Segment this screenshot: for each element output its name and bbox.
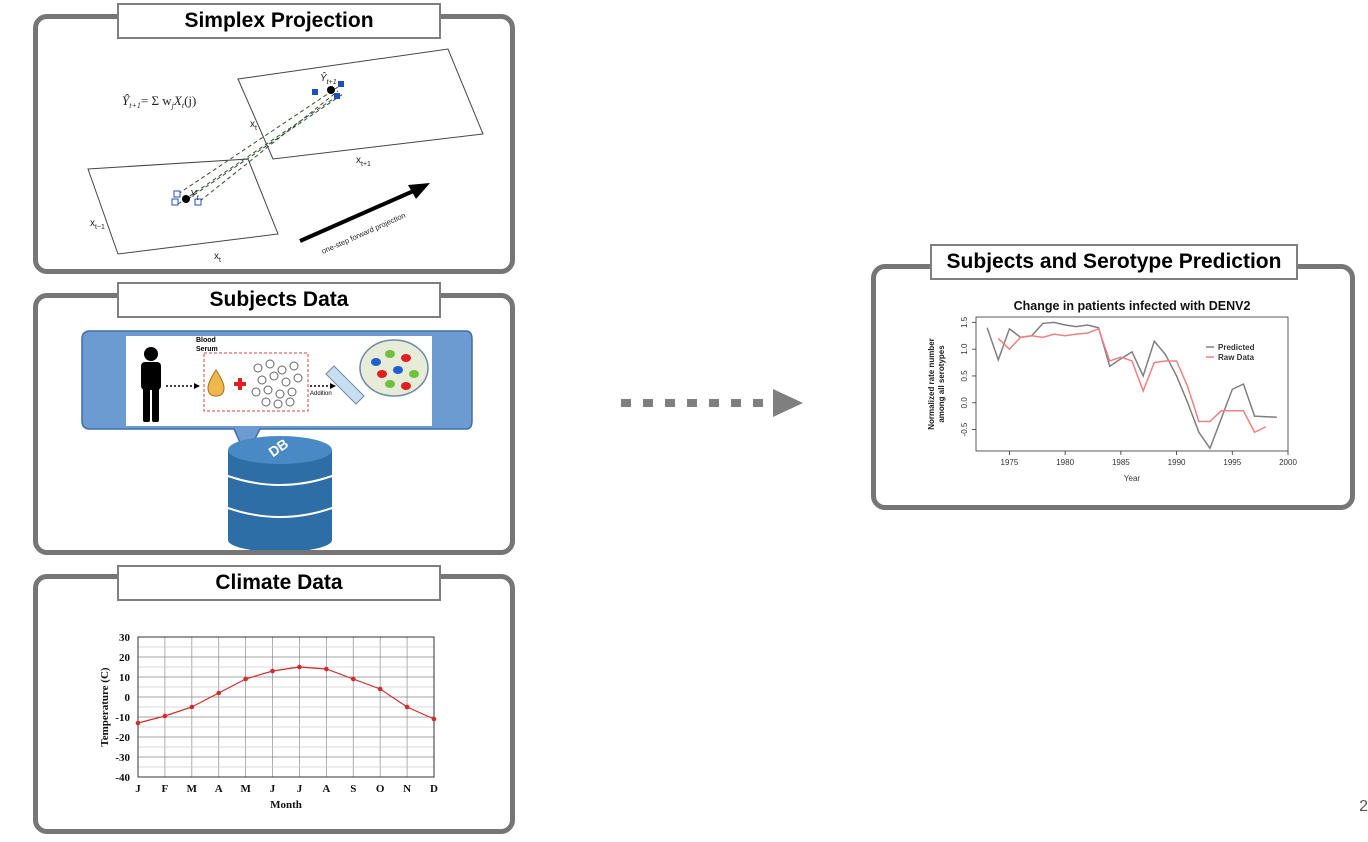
blood-label: Blood xyxy=(196,337,216,344)
x-tick-label: M xyxy=(187,783,198,795)
y-axis-label: Temperature (C) xyxy=(99,667,111,746)
x-tick-label: F xyxy=(162,783,169,795)
person-icon xyxy=(141,347,161,422)
plot-frame xyxy=(975,316,1289,452)
series-line-predicted xyxy=(986,321,1277,450)
x-tick-label: 1980 xyxy=(1056,458,1074,467)
plot-frame xyxy=(137,636,435,778)
x-tick-label: 1985 xyxy=(1112,458,1130,467)
x-tick-label: J xyxy=(270,783,276,795)
tube-icon xyxy=(325,365,365,405)
y-tick-label: -30 xyxy=(115,752,130,764)
prediction-panel: Change in patients infected with DENV2 19… xyxy=(871,264,1355,510)
x-tick-label: M xyxy=(240,783,251,795)
temperature-point xyxy=(431,716,437,722)
climate-data-title: Climate Data xyxy=(117,565,441,601)
y-tick-label: 0.5 xyxy=(960,370,969,382)
y-tick-label: -0.5 xyxy=(960,422,969,436)
temperature-point xyxy=(377,686,383,692)
y-tick-label: 0.0 xyxy=(960,397,969,409)
temperature-point xyxy=(270,668,275,674)
simplex-projection-panel: Ŷt+1= Σ wjXt(j) xt xt+1 xt−1 xt Yt Ŷt+1 … xyxy=(33,14,515,274)
x-t1-label: xt+1 xyxy=(356,155,371,168)
y-tick-label: 0 xyxy=(125,692,131,704)
x-tick-label: 1995 xyxy=(1223,458,1241,467)
legend-label: Raw Data xyxy=(1218,353,1255,362)
subjects-data-title: Subjects Data xyxy=(117,282,441,318)
x-tick-label: A xyxy=(215,783,223,795)
x-tick-label: 2000 xyxy=(1279,458,1297,467)
x-tick-label: O xyxy=(376,783,385,795)
temperature-point xyxy=(350,676,356,682)
x-tick-label: J xyxy=(135,783,141,795)
temperature-point xyxy=(135,720,141,726)
temperature-line xyxy=(137,666,435,724)
y-tick-label: 1.0 xyxy=(960,343,969,355)
page-number: 2 xyxy=(1359,798,1368,815)
prediction-title: Subjects and Serotype Prediction xyxy=(930,244,1298,280)
temperature-point xyxy=(243,676,248,682)
forward-projection-arrow xyxy=(299,187,419,243)
y-tick-label: -40 xyxy=(115,772,130,784)
y-tick-label: 1.5 xyxy=(960,316,969,328)
serum-label: Serum xyxy=(196,346,218,353)
y-tick-label: 20 xyxy=(119,652,131,664)
y-tick-label: -10 xyxy=(115,712,130,724)
subjects-data-diagram: Blood Serum Addition xyxy=(81,330,473,550)
temperature-point xyxy=(324,666,329,672)
forward-projection-label: one-step forward projection xyxy=(320,211,407,256)
simplex-formula: Ŷt+1= Σ wjXt(j) xyxy=(122,93,196,110)
prediction-chart: Change in patients infected with DENV2 19… xyxy=(927,299,1297,483)
simplex-projection-title: Simplex Projection xyxy=(117,3,441,39)
x-tick-label: 1975 xyxy=(1001,458,1019,467)
x-tm1-label: xt−1 xyxy=(90,218,105,231)
temperature-point xyxy=(297,664,302,670)
x-t-label: xt xyxy=(250,119,257,132)
y-axis-label: Normalized rate numberamong all serotype… xyxy=(927,338,946,430)
temperature-point xyxy=(162,713,168,719)
serum-drop-icon xyxy=(207,369,225,397)
legend-label: Predicted xyxy=(1218,343,1255,352)
chart-title: Change in patients infected with DENV2 xyxy=(1014,299,1251,313)
y-t-label: Yt xyxy=(190,189,200,202)
temperature-point xyxy=(404,704,410,710)
temperature-point xyxy=(216,690,222,696)
y-tick-label: 30 xyxy=(119,632,131,644)
temperature-point xyxy=(189,704,195,710)
simplex-projection-diagram: Ŷt+1= Σ wjXt(j) xt xt+1 xt−1 xt Yt Ŷt+1 … xyxy=(87,48,484,264)
y-t1-label: Ŷt+1 xyxy=(320,71,337,86)
x-tick-label: N xyxy=(403,783,411,795)
x-tick-label: 1990 xyxy=(1168,458,1186,467)
x-tick-label: D xyxy=(430,783,438,795)
database-icon: DB xyxy=(227,435,333,550)
y-tick-label: -20 xyxy=(115,732,130,744)
plus-icon xyxy=(234,378,246,390)
x-t-bottom-label: xt xyxy=(214,251,221,264)
climate-chart: 30 20 10 0 -10 -20 -30 -40J F M A M J J A S O N D Month Temp… xyxy=(99,632,438,811)
x-tick-label: S xyxy=(350,783,356,795)
addition-label: Addition xyxy=(310,391,332,397)
virus-cluster-icon xyxy=(251,359,303,409)
series-line-raw-data xyxy=(997,327,1267,434)
subjects-data-panel: Blood Serum Addition xyxy=(33,293,515,555)
x-tick-label: J xyxy=(297,783,303,795)
y-tick-label: 10 xyxy=(119,672,131,684)
x-tick-label: A xyxy=(322,783,330,795)
x-axis-label: Year xyxy=(1124,474,1141,483)
x-axis-label: Month xyxy=(270,799,302,811)
flow-arrow xyxy=(621,389,803,417)
plate-dots xyxy=(371,350,419,390)
serum-mix-box xyxy=(203,352,309,412)
